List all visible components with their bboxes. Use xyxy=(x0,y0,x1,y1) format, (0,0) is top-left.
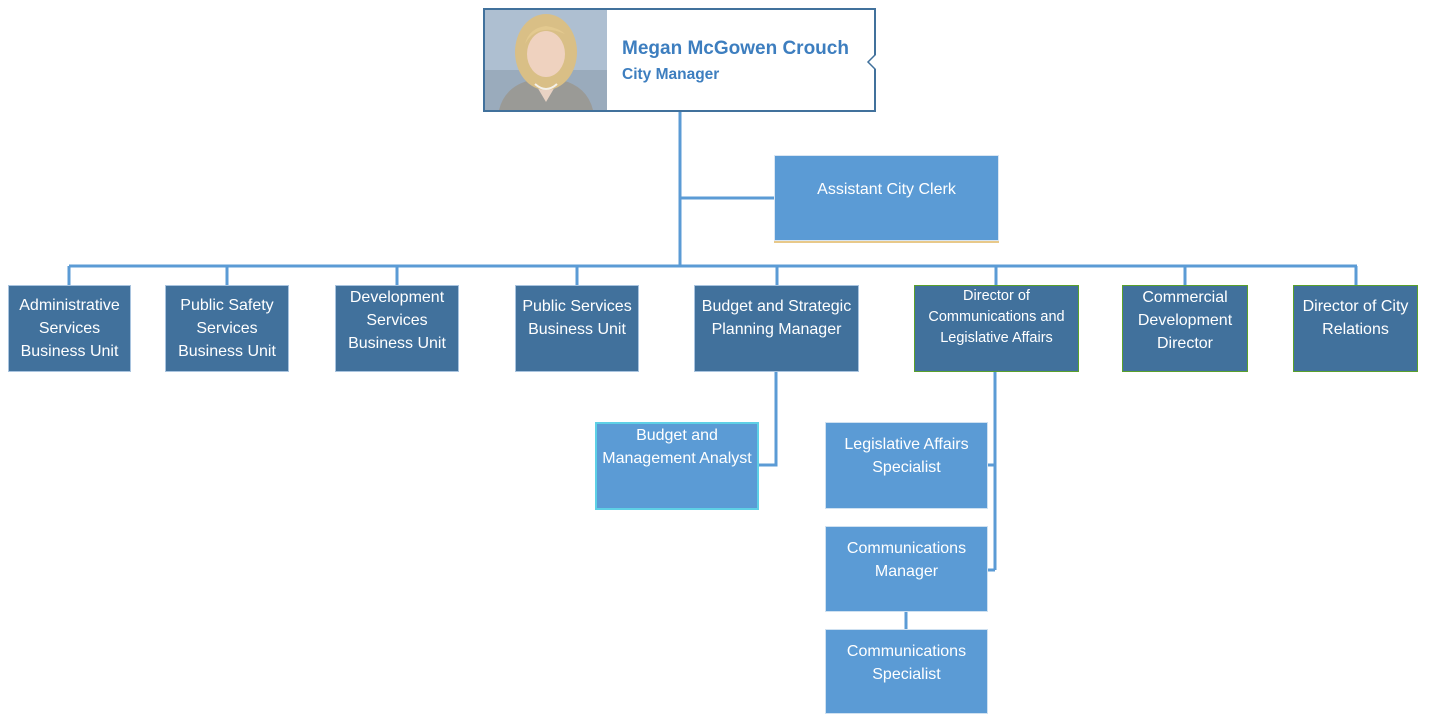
communications-specialist-box[interactable]: Communications Specialist xyxy=(825,629,988,714)
position-label: Budget and Management Analyst xyxy=(602,427,752,467)
position-label: Budget and Strategic Planning Manager xyxy=(701,298,852,338)
unit-box-development-services[interactable]: Development Services Business Unit xyxy=(335,285,459,372)
position-label: Commercial Development Director xyxy=(1137,289,1233,352)
unit-box-budget-strategic-planning[interactable]: Budget and Strategic Planning Manager xyxy=(694,285,859,372)
budget-report-line xyxy=(758,372,778,467)
manager-title: City Manager xyxy=(622,66,720,83)
communications-manager-box[interactable]: Communications Manager xyxy=(825,526,988,612)
legislative-affairs-specialist-box[interactable]: Legislative Affairs Specialist xyxy=(825,422,988,509)
position-label: Administrative Services Business Unit xyxy=(19,297,120,360)
expand-notch-icon[interactable] xyxy=(866,54,876,70)
portrait-photo xyxy=(485,10,607,110)
unit-box-city-relations[interactable]: Director of City Relations xyxy=(1293,285,1418,372)
position-label: Communications Specialist xyxy=(846,643,967,683)
unit-box-administrative-services[interactable]: Administrative Services Business Unit xyxy=(8,285,131,372)
assistant-city-clerk-box[interactable]: Assistant City Clerk xyxy=(774,155,999,241)
unit-box-public-safety[interactable]: Public Safety Services Business Unit xyxy=(165,285,289,372)
position-label: Legislative Affairs Specialist xyxy=(844,436,969,476)
budget-analyst-box[interactable]: Budget and Management Analyst xyxy=(595,422,759,510)
position-label: Director of City Relations xyxy=(1302,298,1409,338)
position-label: Development Services Business Unit xyxy=(348,289,446,352)
manager-name: Megan McGowen Crouch xyxy=(622,38,849,59)
unit-box-public-services[interactable]: Public Services Business Unit xyxy=(515,285,639,372)
position-label: Public Safety Services Business Unit xyxy=(178,297,276,360)
city-manager-box[interactable]: Megan McGowen Crouch City Manager xyxy=(483,8,876,112)
position-label: Communications Manager xyxy=(846,540,967,580)
position-label: Public Services Business Unit xyxy=(522,298,632,338)
position-label: Director of Communications and Legislati… xyxy=(928,288,1065,346)
position-label: Assistant City Clerk xyxy=(817,181,956,198)
unit-box-communications-legislative[interactable]: Director of Communications and Legislati… xyxy=(914,285,1079,372)
unit-box-commercial-development[interactable]: Commercial Development Director xyxy=(1122,285,1248,372)
